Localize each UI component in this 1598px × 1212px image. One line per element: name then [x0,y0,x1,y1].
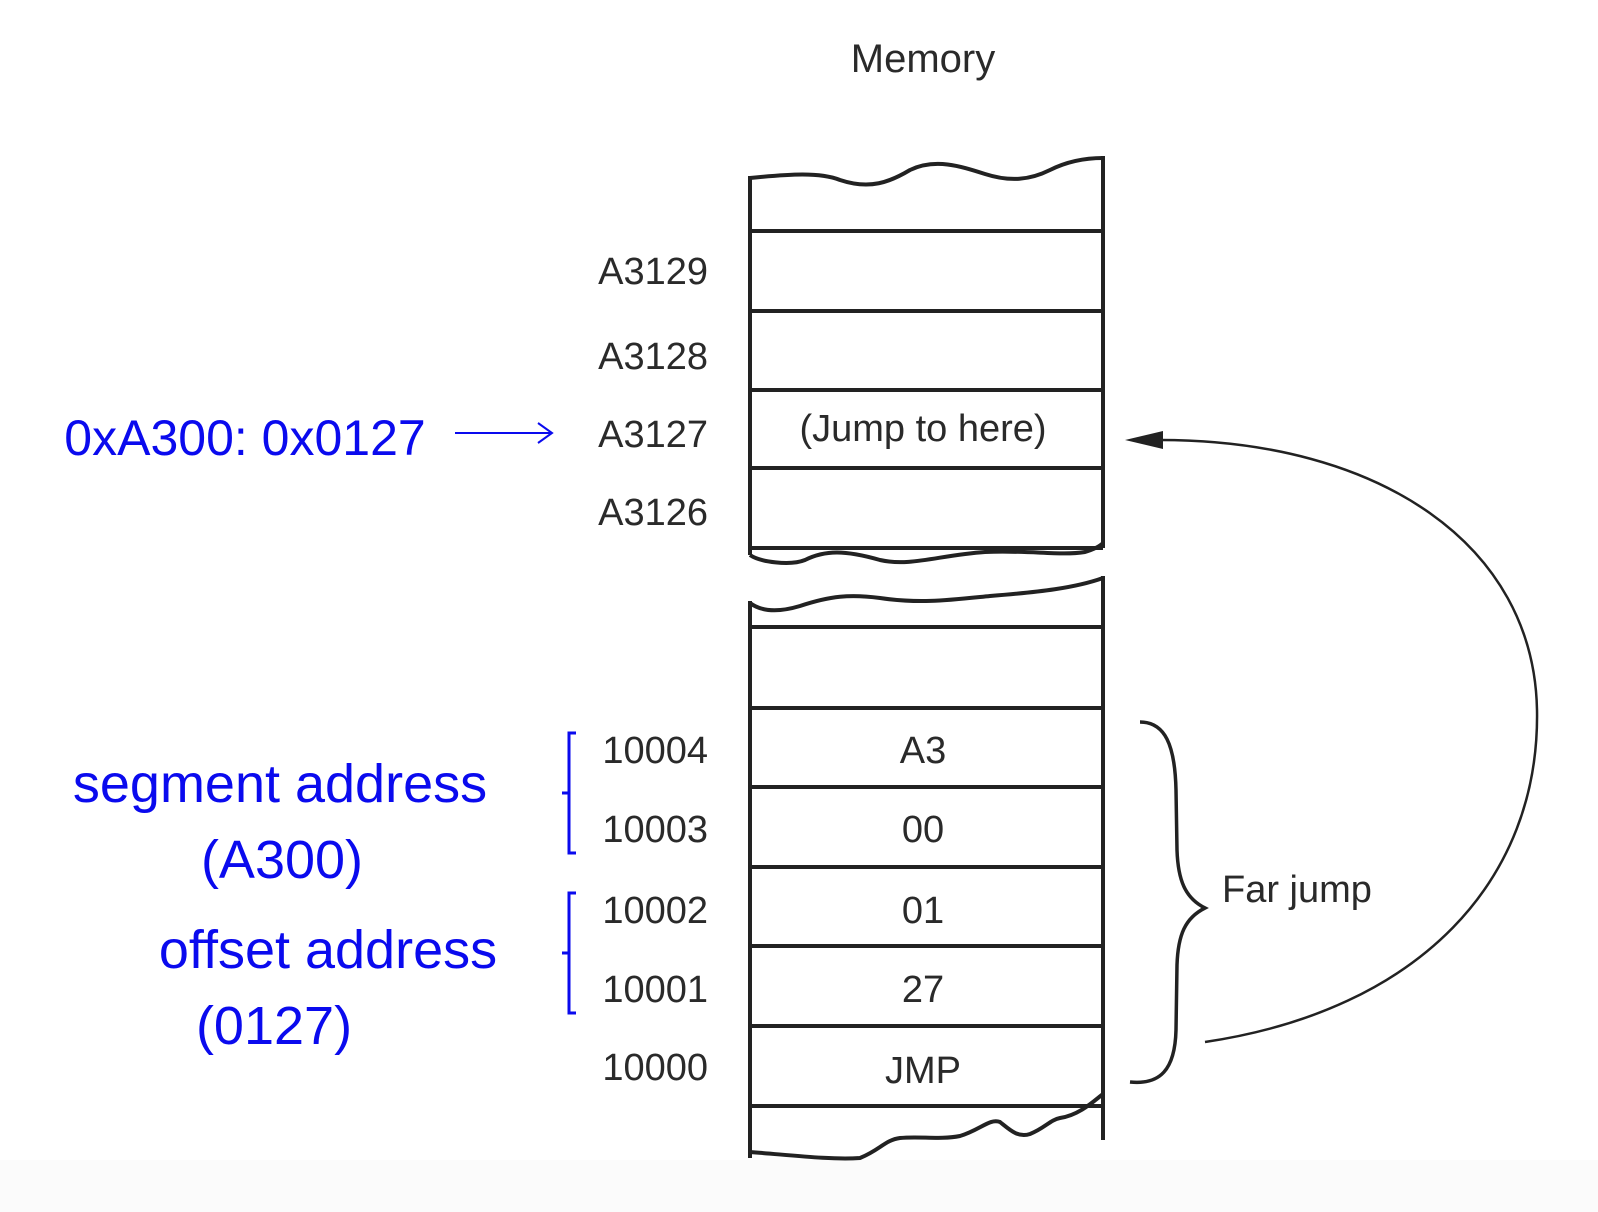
jump-arrow-curve [1159,438,1539,1044]
far-jump-label: Far jump [1222,869,1372,911]
offset-address-label: offset address [159,920,497,980]
cell-value: 27 [902,969,944,1011]
address-label: 10002 [602,890,708,932]
cell-value: 00 [902,809,944,851]
bottom-wavy-edge [749,1092,1105,1161]
top-wavy-edge [749,156,1104,187]
bottom-torn-edge [748,576,1104,613]
memory-title: Memory [851,37,995,81]
far-jump-brace [1129,720,1209,1085]
address-label: 10003 [602,809,708,851]
address-label: A3127 [598,414,708,456]
cell-value: JMP [885,1050,961,1092]
segment-bracket [562,731,576,855]
jump-arrow-head-icon [1125,431,1163,449]
address-label: A3129 [598,251,708,293]
address-label: A3126 [598,492,708,534]
bottom-memory-block [748,576,1105,1161]
offset-bracket [562,891,576,1015]
offset-address-value: (0127) [196,996,352,1056]
top-torn-edge [748,541,1105,565]
segment-address-value: (A300) [201,830,363,890]
cell-value: 01 [902,890,944,932]
cell-value: A3 [900,730,946,772]
bottom-background-strip [0,1160,1598,1212]
top-memory-block [748,156,1105,565]
address-label: 10001 [602,969,708,1011]
segment-address-label: segment address [73,754,487,814]
address-label: 10004 [602,730,708,772]
jump-target-cell-text: (Jump to here) [799,408,1046,450]
pointer-arrow-head-icon [537,422,554,444]
address-label: A3128 [598,336,708,378]
target-pointer-label: 0xA300: 0x0127 [64,410,425,466]
address-label: 10000 [602,1047,708,1089]
